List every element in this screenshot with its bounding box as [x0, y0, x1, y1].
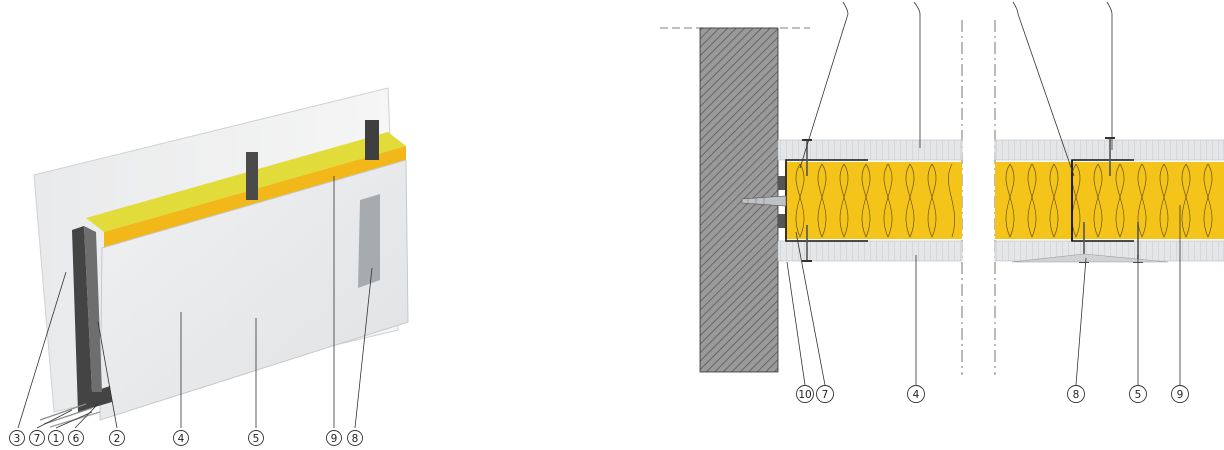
- callout-label: 5: [1135, 389, 1142, 401]
- callout: 6: [68, 430, 84, 446]
- callout-label: 10: [798, 389, 811, 401]
- wall-profile: [72, 226, 112, 412]
- isometric-view: 3 7 1 6 2 4 5: [9, 87, 409, 446]
- callout-label: 6: [73, 433, 80, 445]
- callout: 7: [29, 430, 45, 446]
- callout-label: 2: [114, 433, 121, 445]
- callout-label: 8: [352, 433, 359, 445]
- callout: 3: [9, 430, 25, 446]
- bottom-board: [777, 240, 963, 262]
- screw-icon: [1105, 137, 1115, 176]
- callout-label: 4: [913, 389, 920, 401]
- callout: 8: [347, 430, 363, 446]
- bottom-leader-lines: [786, 205, 1181, 386]
- sealing-strip: [778, 176, 785, 190]
- insulation-layer: [785, 162, 962, 239]
- callout: 1: [48, 430, 64, 446]
- stud-profile: [365, 120, 379, 160]
- callout: 4: [907, 385, 925, 403]
- top-board: [777, 139, 963, 161]
- leader-lines: [17, 176, 373, 429]
- callout: 10: [796, 385, 814, 403]
- section-callouts: 10 7 4 8 5 9: [796, 385, 1189, 403]
- callout-label: 1: [53, 433, 60, 445]
- callout: 9: [326, 430, 342, 446]
- screw-icon: [802, 225, 812, 262]
- callout: 8: [1067, 385, 1085, 403]
- sealing-strip: [39, 403, 87, 421]
- callout: 5: [1129, 385, 1147, 403]
- callout: 7: [816, 385, 834, 403]
- callout-label: 7: [34, 433, 41, 445]
- callout-label: 3: [14, 433, 21, 445]
- callout: 5: [248, 430, 264, 446]
- joint-filler: [1011, 253, 1169, 263]
- access-panel: [358, 194, 380, 288]
- callout: 4: [173, 430, 189, 446]
- wall-profile-edge: [84, 226, 102, 392]
- callout: 9: [1171, 385, 1189, 403]
- top-leader-lines: [799, 1, 1113, 177]
- sealing-strip: [43, 407, 93, 425]
- sealing-strip: [778, 214, 785, 228]
- callout-label: 9: [1177, 389, 1184, 401]
- stud-profile: [246, 152, 258, 200]
- insulation-pattern: [795, 163, 1213, 238]
- isometric-callouts: 3 7 1 6 2 4 5: [9, 430, 363, 446]
- callout-label: 4: [178, 433, 185, 445]
- callout-label: 7: [822, 389, 829, 401]
- callout-label: 9: [331, 433, 338, 445]
- callout-label: 5: [253, 433, 260, 445]
- section-view: 10 7 4 8 5 9: [660, 1, 1224, 403]
- callout-label: 8: [1073, 389, 1080, 401]
- wall-anchor-icon: [741, 195, 787, 207]
- callout: 2: [109, 430, 125, 446]
